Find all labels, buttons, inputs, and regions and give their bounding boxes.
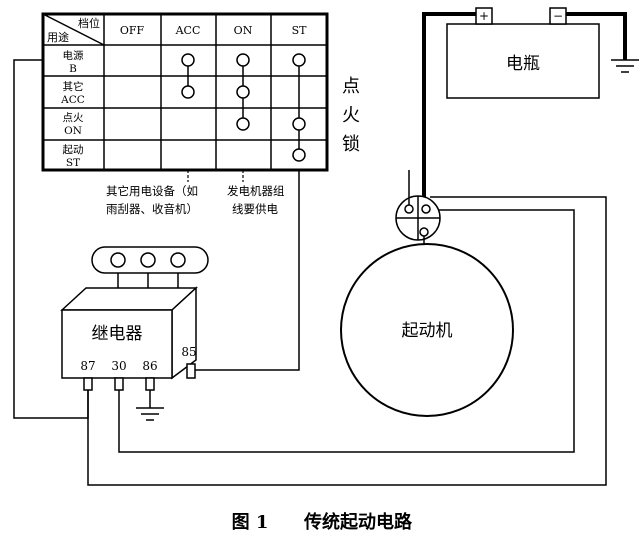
contact-on-on — [236, 117, 250, 131]
battery-label: 电瓶 — [506, 54, 540, 74]
contact-st-st — [292, 148, 306, 162]
relay-front-face — [61, 309, 173, 379]
relay-pin-85-label: 85 — [181, 345, 196, 359]
starter-motor: 起动机 — [340, 243, 514, 417]
battery-negative-terminal — [549, 7, 567, 25]
wire-st-to-85 — [195, 170, 300, 371]
battery-plus-sign: + — [479, 9, 489, 23]
relay-label: 继电器 — [92, 324, 143, 344]
relay-pin-86-label: 86 — [142, 359, 157, 373]
corner-diagonal — [42, 13, 105, 46]
contact-b-acc — [181, 53, 195, 67]
contact-acc-acc — [181, 85, 195, 99]
relay-ground-icon — [136, 407, 164, 421]
contact-on-st — [292, 117, 306, 131]
battery-negative-cable — [557, 12, 627, 60]
starter-motor-circle — [340, 243, 514, 417]
column-header-acc: ACC — [175, 24, 201, 37]
on-supply-note-1: 发电机器组 — [227, 184, 285, 198]
row-label-on-1: 点火 — [63, 112, 84, 124]
column-header-st: ST — [292, 24, 308, 37]
row-label-st-2: ST — [66, 157, 80, 169]
acc-devices-note-1: 其它用电设备（如 — [106, 184, 198, 198]
svg-text:火: 火 — [342, 105, 360, 126]
acc-devices-note-2: 雨刮器、收音机） — [106, 202, 198, 216]
column-header-on: ON — [234, 24, 253, 37]
wire-87-loop — [87, 196, 607, 486]
relay-pin-86 — [145, 377, 155, 391]
contact-b-on — [236, 53, 250, 67]
relay: 继电器 87 30 86 85 — [60, 246, 209, 408]
starter-label: 起动机 — [402, 321, 453, 341]
on-supply-note-2: 线要供电 — [232, 202, 278, 216]
column-header-off: OFF — [120, 24, 145, 37]
contact-b-st — [292, 53, 306, 67]
relay-pin-30 — [114, 377, 124, 391]
figure-title: 传统起动电路 — [303, 511, 413, 533]
row-label-on-2: ON — [64, 125, 82, 137]
relay-pin-85 — [186, 363, 196, 379]
battery-positive-terminal — [475, 7, 493, 25]
row-label-b-1: 电源 — [63, 49, 84, 62]
corner-top-label: 档位 — [78, 16, 100, 30]
relay-pin-30-label: 30 — [111, 359, 126, 373]
contact-acc-on — [236, 85, 250, 99]
svg-text:锁: 锁 — [342, 134, 360, 155]
starter-terminal-block — [395, 170, 441, 262]
table-frame — [41, 12, 329, 172]
row-label-b-2: B — [69, 63, 77, 75]
row-label-acc-1: 其它 — [63, 80, 84, 93]
row-label-acc-2: ACC — [60, 94, 85, 106]
corner-bottom-label: 用途 — [47, 30, 69, 44]
relay-pin-87 — [83, 377, 93, 391]
figure-number: 图 1 — [232, 512, 269, 533]
battery-positive-cable — [422, 12, 485, 207]
battery-minus-sign: − — [553, 9, 563, 23]
battery: + − 电瓶 — [446, 7, 600, 99]
svg-text:点: 点 — [342, 76, 360, 97]
relay-pin-87-label: 87 — [80, 359, 95, 373]
ignition-lock-label: 点 火 锁 — [342, 76, 360, 155]
wiring — [13, 12, 627, 486]
ignition-switch-table: 档位 用途 OFF ACC ON ST 电源 B 其它 ACC 点火 ON 起动… — [41, 12, 329, 172]
wire-30-to-starter — [118, 209, 575, 453]
row-label-st-1: 起动 — [63, 144, 84, 156]
battery-body — [446, 23, 600, 99]
switch-contacts — [181, 53, 306, 162]
battery-ground-icon — [611, 59, 639, 73]
